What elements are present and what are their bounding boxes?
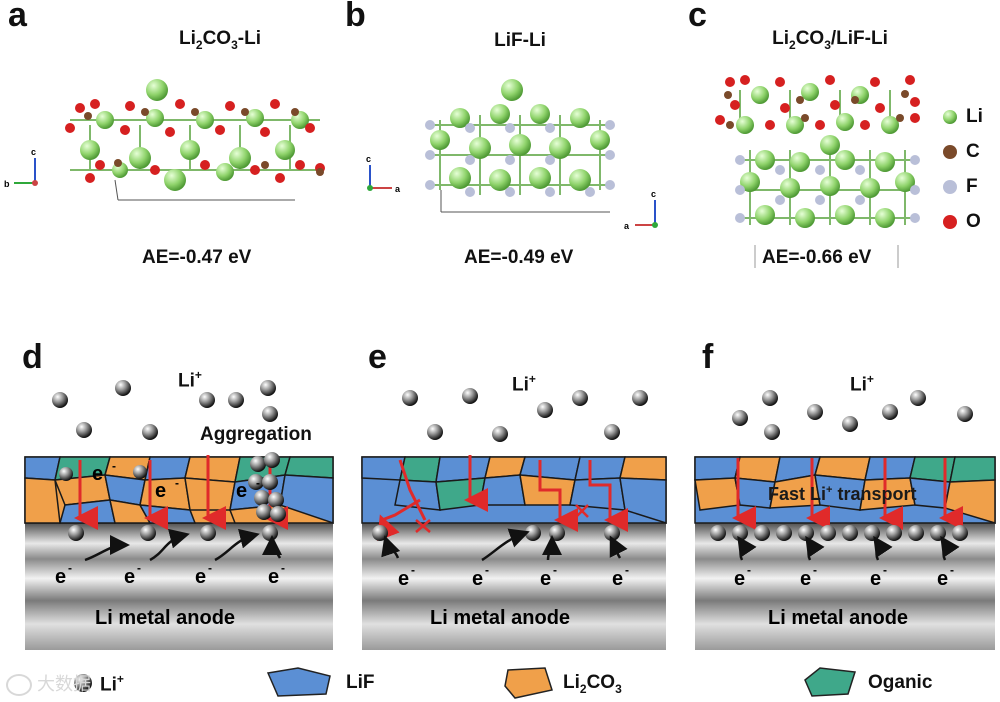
svg-text:-: -	[208, 561, 212, 575]
legend-organic-label: Oganic	[868, 672, 932, 694]
electron-anode-f-1: e	[734, 568, 745, 590]
atom-legend-swatches	[943, 110, 957, 229]
electron-anode-d-3: e	[195, 566, 206, 588]
svg-text:-: -	[883, 563, 887, 577]
atom-legend-o-swatch	[943, 215, 957, 229]
svg-text:-: -	[281, 561, 285, 575]
atom-legend-c-swatch	[943, 145, 957, 159]
anode-d	[25, 520, 333, 650]
svg-text:-: -	[747, 563, 751, 577]
electron-anode-d-4: e	[268, 566, 279, 588]
watermark-logo-icon	[6, 674, 32, 696]
fast-transport-label: Fast Li+ transport	[768, 484, 916, 505]
atom-legend-li-swatch	[943, 110, 957, 124]
electron-anode-e-1: e	[398, 568, 409, 590]
svg-text:-: -	[950, 563, 954, 577]
axis-a-label-b: a	[395, 184, 401, 194]
electron-anode-f-3: e	[870, 568, 881, 590]
axis-a-label-b2: a	[624, 221, 630, 231]
electron-anode-e-2: e	[472, 568, 483, 590]
electron-sup-d-1: -	[112, 459, 116, 473]
axis-c-label-a: c	[31, 147, 36, 157]
electron-anode-f-4: e	[937, 568, 948, 590]
legend-lif-label: LiF	[346, 672, 375, 694]
electron-label-d-3: e	[236, 480, 247, 502]
watermark-text: 大数据	[37, 674, 91, 694]
electron-anode-d-2: e	[124, 566, 135, 588]
svg-text:-: -	[813, 563, 817, 577]
legend-lif-swatch	[268, 668, 330, 696]
legend-li-label: Li+	[100, 672, 124, 696]
sei-layer-d	[25, 457, 333, 523]
watermark: 大数据	[6, 670, 91, 696]
anode-label-f: Li metal anode	[768, 607, 908, 629]
sei-layer-e	[362, 457, 666, 523]
legend-li2co3-label: Li2CO3	[563, 672, 622, 696]
electron-anode-f-2: e	[800, 568, 811, 590]
electron-sup-d-3: -	[256, 476, 260, 490]
electron-anode-e-3: e	[540, 568, 551, 590]
svg-text:-: -	[553, 563, 557, 577]
electron-anode-d-1: e	[55, 566, 66, 588]
legend-organic-swatch	[805, 668, 855, 696]
axis-c-label-b: c	[366, 154, 371, 164]
svg-text:-: -	[68, 561, 72, 575]
crystal-structure-li2co3-li: c b	[4, 79, 325, 200]
svg-text:-: -	[625, 563, 629, 577]
legend-li2co3-swatch	[505, 668, 552, 698]
svg-text:-: -	[411, 563, 415, 577]
electron-label-d-1: e	[92, 463, 103, 485]
anode-label-d: Li metal anode	[95, 607, 235, 629]
electron-sup-d-2: -	[175, 476, 179, 490]
axis-c-label-b2: c	[651, 189, 656, 199]
crystal-structure-lif-li: c a c a	[366, 79, 658, 231]
electron-label-d-2: e	[155, 480, 166, 502]
svg-text:-: -	[485, 563, 489, 577]
electron-anode-e-4: e	[612, 568, 623, 590]
atom-legend-f-swatch	[943, 180, 957, 194]
svg-text:-: -	[137, 561, 141, 575]
axis-b-label-a: b	[4, 179, 10, 189]
crystal-structure-li2co3-lif-li	[715, 75, 920, 268]
anode-label-e: Li metal anode	[430, 607, 570, 629]
